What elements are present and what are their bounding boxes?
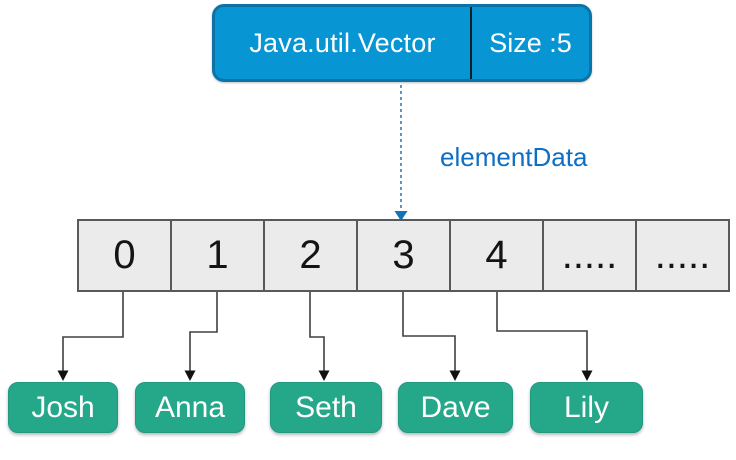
- arrowhead-dave-icon: [449, 370, 461, 381]
- vector-size-label: Size :5: [489, 27, 572, 58]
- connector-cell1-anna: [189, 292, 218, 371]
- arrowhead-anna-icon: [184, 370, 196, 381]
- arrowhead-seth-icon: [318, 370, 330, 381]
- element-box-dave: Dave: [398, 382, 513, 433]
- vector-class-name: Java.util.Vector: [249, 27, 436, 58]
- arrowhead-lily-icon: [581, 370, 593, 381]
- element-box-josh: Josh: [8, 382, 118, 433]
- array-cell-ellipsis-1: .....: [544, 221, 637, 290]
- element-box-anna: Anna: [135, 382, 245, 433]
- arrowhead-josh-icon: [57, 370, 69, 381]
- array-cell-0: 0: [79, 221, 172, 290]
- element-box-seth: Seth: [270, 382, 382, 433]
- connector-cell3-dave: [402, 292, 456, 371]
- connector-cell2-seth: [309, 292, 325, 371]
- element-box-lily: Lily: [530, 382, 643, 433]
- connector-cell4-lily: [496, 292, 588, 371]
- array-cell-3: 3: [358, 221, 451, 290]
- connector-cell0-josh: [62, 292, 124, 371]
- array-cell-ellipsis-2: .....: [654, 233, 711, 277]
- vector-class-box: Java.util.Vector Size :5: [212, 4, 592, 82]
- header-divider: [470, 7, 472, 79]
- array-cell-1: 1: [172, 221, 265, 290]
- element-data-array: 0 1 2 3 4 ..... .....: [77, 219, 730, 292]
- array-cell-4: 4: [451, 221, 544, 290]
- array-cell-2: 2: [265, 221, 358, 290]
- element-data-label: elementData: [440, 142, 588, 172]
